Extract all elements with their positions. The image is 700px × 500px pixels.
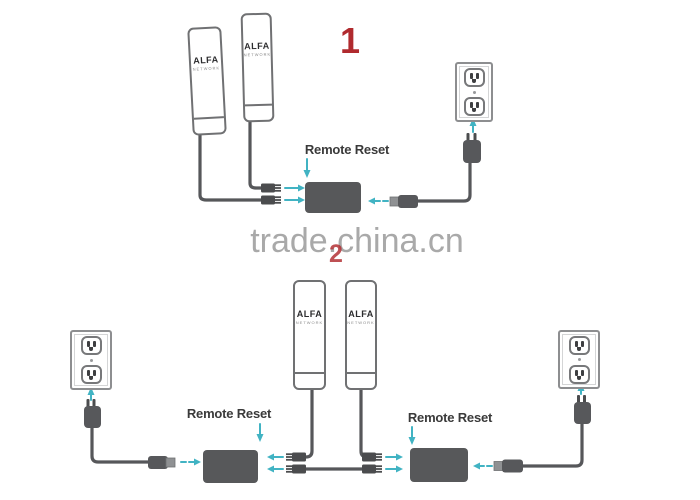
d1-outlet-arrow	[469, 118, 477, 133]
alfa-logo: ALFA NETWORK	[243, 40, 272, 58]
d2-antenna-left: ALFA NETWORK	[293, 280, 326, 390]
section-number-2: 2	[329, 240, 343, 268]
d2-right-label-arrow	[408, 426, 416, 445]
d2-left-remote-reset-label: Remote Reset	[186, 406, 272, 421]
d2-cable-right-antenna	[359, 387, 371, 459]
section-number-1: 1	[340, 20, 361, 61]
d1-power-cable	[414, 160, 472, 203]
alfa-network-text: NETWORK	[347, 319, 375, 325]
d2-right-power-outlet	[558, 330, 600, 389]
d1-wiring	[198, 118, 481, 208]
d1-power-plug	[463, 133, 481, 163]
d1-cable-right-antenna	[248, 119, 264, 190]
d1-cable-left-antenna	[198, 131, 264, 202]
outlet-socket	[80, 335, 102, 355]
d2-right-remote-reset-label: Remote Reset	[407, 410, 493, 425]
d1-insert-arrows-left	[284, 184, 305, 204]
d2-cable-left-antenna	[302, 387, 314, 459]
d2-left-power-outlet	[70, 330, 112, 390]
d2-right-power-plug	[574, 395, 591, 424]
d2-connector-right-top	[362, 452, 382, 462]
d1-usb-insert-arrow	[368, 197, 389, 205]
device-base-cap	[295, 372, 324, 388]
d1-remote-reset-label: Remote Reset	[304, 142, 390, 157]
d2-antenna-right: ALFA NETWORK	[345, 280, 377, 390]
d2-connector-right-bottom	[362, 464, 382, 474]
d1-remote-reset-box	[305, 182, 361, 213]
alfa-logo: ALFA NETWORK	[347, 308, 375, 325]
device-base-cap	[193, 116, 225, 134]
d2-left-usb-plug	[148, 456, 176, 469]
d1-connector-bottom	[261, 195, 281, 205]
watermark-text: trade.china.cn	[250, 222, 464, 260]
d2-left-outlet-arrow	[87, 387, 95, 401]
device-base-cap	[244, 103, 273, 121]
d1-antenna-right: ALFA NETWORK	[240, 12, 275, 123]
d2-right-usb-insert-arrow	[473, 462, 493, 470]
d2-insert-arrows-right-box	[385, 453, 403, 473]
d2-right-usb-plug	[493, 459, 523, 473]
outlet-screw	[472, 90, 476, 94]
outlet-screw	[577, 358, 581, 361]
d1-power-outlet	[455, 62, 493, 122]
alfa-brand-text: ALFA	[192, 54, 219, 66]
outlet-socket	[463, 67, 485, 87]
outlet-socket	[463, 97, 485, 117]
outlet-socket	[568, 364, 590, 384]
alfa-network-text: NETWORK	[295, 319, 324, 325]
d2-left-remote-reset-box	[203, 450, 258, 483]
alfa-brand-text: ALFA	[296, 308, 323, 319]
alfa-network-text: NETWORK	[243, 51, 272, 58]
d2-right-remote-reset-box	[410, 448, 468, 482]
alfa-brand-text: ALFA	[244, 40, 270, 52]
d1-label-arrow	[303, 158, 311, 178]
d2-wiring	[84, 383, 591, 474]
d1-usb-plug	[389, 195, 418, 208]
outlet-socket	[568, 335, 590, 355]
d2-connector-left-top	[286, 452, 306, 462]
d2-left-label-arrow	[256, 423, 264, 442]
alfa-network-text: NETWORK	[192, 65, 221, 72]
d1-connector-top	[261, 183, 281, 193]
d2-left-power-plug	[84, 399, 101, 428]
d2-connector-left-bottom	[286, 464, 306, 474]
outlet-screw	[89, 358, 93, 362]
outlet-socket	[80, 365, 102, 385]
alfa-logo: ALFA NETWORK	[295, 308, 324, 325]
d2-left-usb-insert-arrow	[180, 458, 201, 466]
d2-right-power-cable	[520, 422, 584, 468]
device-base-cap	[347, 372, 375, 388]
d2-insert-arrows-left-box	[267, 453, 284, 473]
alfa-logo: ALFA NETWORK	[191, 54, 222, 72]
d2-left-power-cable	[90, 426, 152, 464]
d1-antenna-left: ALFA NETWORK	[187, 26, 227, 136]
alfa-brand-text: ALFA	[348, 308, 374, 319]
